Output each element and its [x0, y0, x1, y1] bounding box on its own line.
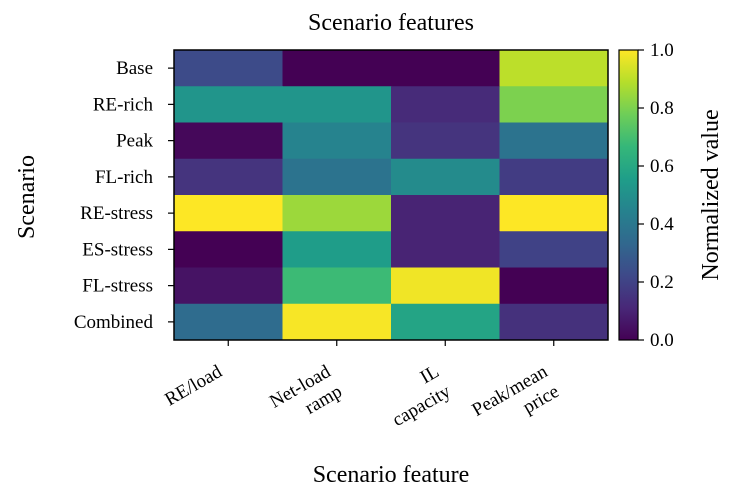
y-tick-label: Peak	[116, 131, 153, 152]
y-tick-label: Combined	[74, 312, 154, 333]
heatmap-cell	[499, 303, 609, 341]
heatmap-cell	[282, 86, 392, 123]
heatmap-cell	[391, 267, 500, 305]
colorbar-tick-label: 0.4	[650, 214, 674, 235]
heatmap-cell	[174, 50, 283, 87]
colorbar	[618, 49, 639, 341]
y-tick-label: Base	[116, 58, 153, 79]
heatmap-cell	[174, 122, 283, 160]
y-tick-label: RE-rich	[93, 94, 154, 115]
heatmap-cell	[391, 122, 500, 160]
colorbar-tick-label: 0.0	[650, 330, 674, 351]
colorbar-tick-label: 0.2	[650, 272, 674, 293]
heatmap-cell	[174, 303, 283, 341]
y-tick-labels: BaseRE-richPeakFL-richRE-stressES-stress…	[74, 58, 174, 333]
heatmap-cell	[391, 303, 500, 341]
heatmap-cell	[174, 267, 283, 305]
colorbar-label: Normalized value	[698, 109, 724, 280]
y-axis-label: Scenario	[14, 155, 40, 239]
x-tick-label: Net-loadramp	[266, 361, 346, 433]
heatmap-cell	[174, 86, 283, 123]
colorbar-tick-label: 0.8	[650, 98, 674, 119]
heatmap-cell	[499, 86, 609, 123]
heatmap-cell	[499, 195, 609, 232]
x-tick-label: Peak/meanprice	[469, 361, 564, 441]
heatmap-cell	[282, 267, 392, 305]
colorbar-tick-label: 0.6	[650, 156, 674, 177]
heatmap-cell	[391, 50, 500, 87]
y-tick-label: RE-stress	[80, 203, 153, 224]
heatmap-cell	[499, 50, 609, 87]
heatmap-cell	[391, 231, 500, 268]
heatmap-cell	[499, 158, 609, 196]
heatmap-cell	[391, 86, 500, 123]
heatmap-cell	[282, 231, 392, 268]
heatmap-cell	[391, 158, 500, 196]
heatmap-cell	[391, 195, 500, 232]
heatmap-cell	[499, 122, 609, 160]
heatmap-cell	[282, 50, 392, 87]
colorbar-ticks: 0.0 0.2 0.4 0.6 0.8 1.0	[638, 40, 674, 351]
plot-frame	[173, 49, 609, 341]
y-tick-label: FL-rich	[95, 167, 154, 188]
colorbar-tick-label: 1.0	[650, 40, 674, 61]
x-tick-label: RE/load	[161, 361, 226, 411]
y-tick-label: FL-stress	[82, 276, 153, 297]
heatmap-cell	[499, 267, 609, 305]
heatmap-cells	[174, 50, 609, 341]
heatmap-cell	[282, 122, 392, 160]
heatmap-cell	[174, 158, 283, 196]
heatmap-cell	[174, 195, 283, 232]
heatmap-cell	[282, 195, 392, 232]
y-tick-label: ES-stress	[82, 239, 153, 260]
x-axis-label: Scenario feature	[313, 462, 470, 488]
x-tick-label: ILcapacity	[377, 361, 454, 431]
heatmap-cell	[282, 158, 392, 196]
heatmap-cell	[174, 231, 283, 268]
heatmap-cell	[499, 231, 609, 268]
chart-title: Scenario features	[308, 10, 474, 36]
heatmap-cell	[282, 303, 392, 341]
